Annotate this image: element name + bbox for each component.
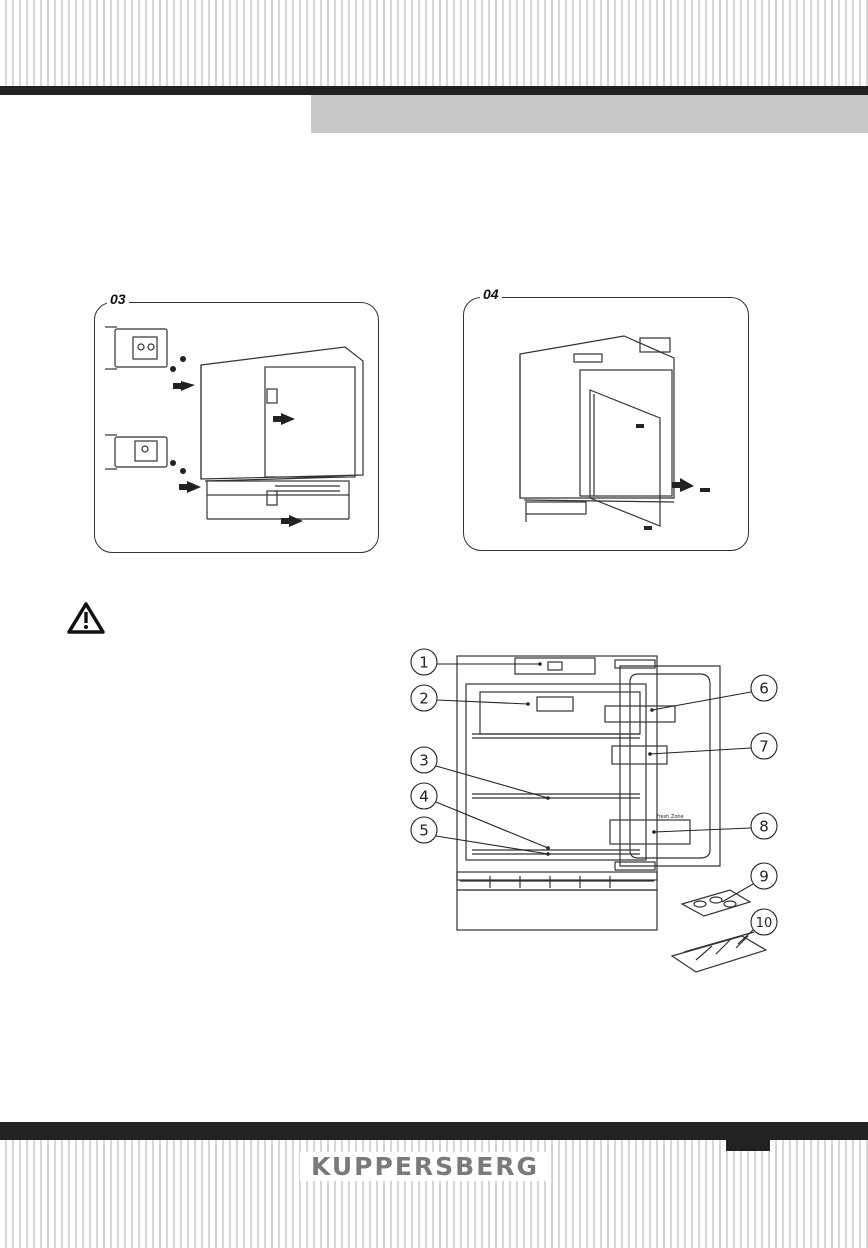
- callout-8: 8: [759, 818, 769, 836]
- callout-2: 2: [419, 690, 429, 708]
- callout-5: 5: [419, 822, 429, 840]
- callout-7: 7: [759, 738, 769, 756]
- figure-04-illustration: [464, 298, 748, 550]
- callout-6: 6: [759, 680, 769, 698]
- header-section-tab: [311, 95, 868, 133]
- warning-triangle-icon: [66, 601, 106, 635]
- page-number-tab: [726, 1140, 770, 1151]
- callout-4: 4: [419, 788, 429, 806]
- brand-logo: KUPPERSBERG: [300, 1152, 550, 1181]
- header-bar: [0, 86, 868, 95]
- figure-03-panel: 03: [94, 302, 379, 553]
- fridge-parts-diagram: 1 2 3 4 5 6 7 8 9 10 Fresh Zone: [400, 640, 800, 980]
- figure-03-illustration: [95, 303, 378, 552]
- figure-04-panel: 04: [463, 297, 749, 551]
- top-stripe-band: [0, 0, 868, 86]
- callout-10: 10: [756, 916, 773, 931]
- footer-bar: [0, 1122, 868, 1140]
- callout-9: 9: [759, 868, 769, 886]
- crisper-label: Fresh Zone: [656, 814, 684, 820]
- callout-1: 1: [419, 654, 429, 672]
- callout-3: 3: [419, 752, 429, 770]
